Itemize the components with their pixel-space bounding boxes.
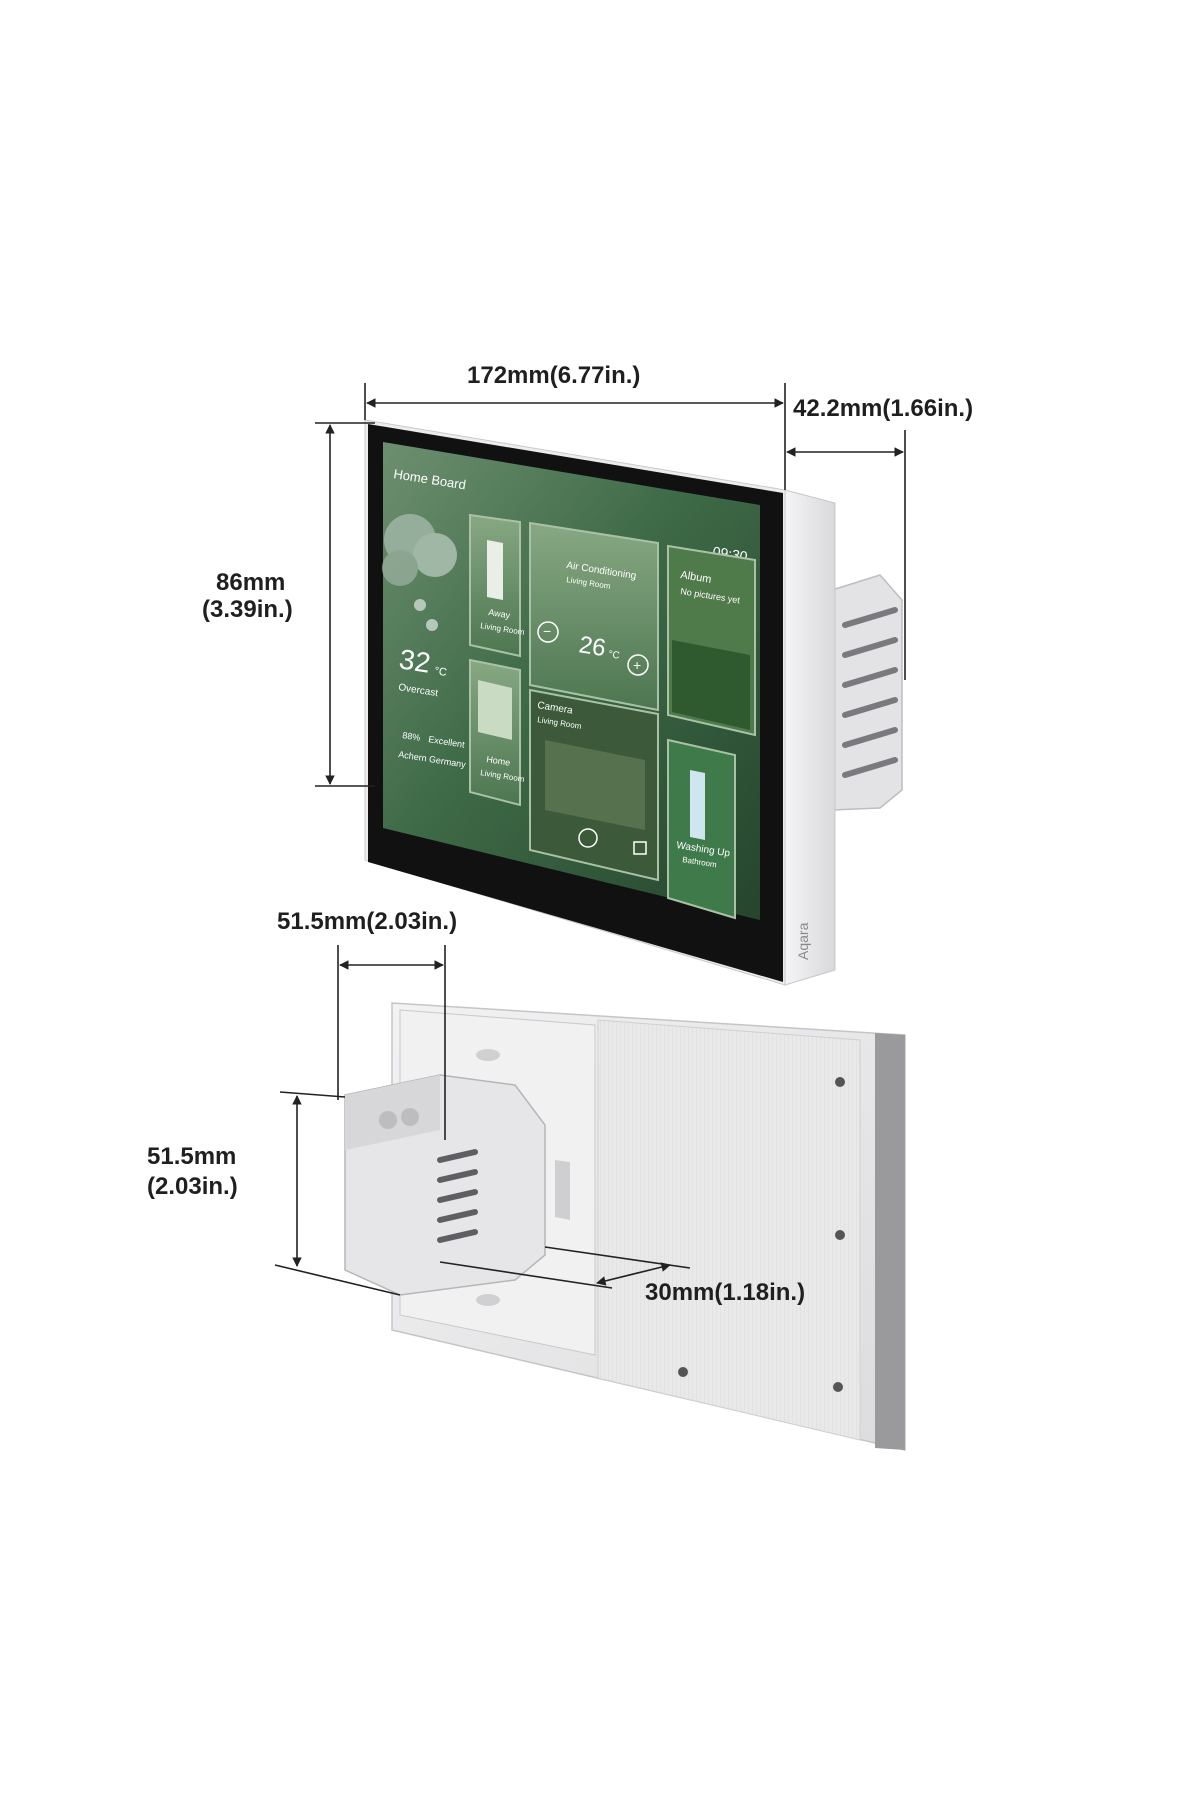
box-depth-label: 30mm(1.18in.) <box>645 1279 805 1306</box>
ac-decrease-button[interactable] <box>537 621 559 643</box>
brand-logo: Aqara <box>795 922 811 960</box>
screw-icon <box>835 1230 845 1240</box>
front-device: Home Board 32 °C Overcast 88% Excellent … <box>364 419 903 986</box>
humidity-value: 88% <box>402 730 421 743</box>
depth-label: 42.2mm(1.66in.) <box>793 395 973 422</box>
box-height-label-mm: 51.5mm <box>147 1143 236 1170</box>
tile-away[interactable]: Away Living Room <box>469 513 525 658</box>
screw-icon <box>835 1077 845 1087</box>
svg-text:Away: Away <box>488 607 512 620</box>
screw-icon <box>833 1382 843 1392</box>
svg-text:Home: Home <box>486 754 511 768</box>
pause-icon[interactable] <box>578 828 598 848</box>
camera-feed <box>545 740 645 830</box>
box-depth-dimension-line <box>596 1262 671 1286</box>
fullscreen-icon[interactable] <box>633 841 647 855</box>
rear-vent-panel <box>597 1019 861 1441</box>
svg-text:+: + <box>633 657 641 673</box>
box-height-label-in: (2.03in.) <box>147 1173 238 1200</box>
album-photo <box>672 640 750 730</box>
cloud-icon <box>382 514 457 631</box>
ac-temperature: 26 <box>577 631 608 662</box>
ac-increase-button[interactable] <box>627 654 649 676</box>
height-label-in: (3.39in.) <box>202 596 293 623</box>
junction-box <box>344 1074 546 1296</box>
door-icon <box>487 540 503 600</box>
height-label-mm: 86mm <box>216 569 285 596</box>
tile-washing-up[interactable]: Washing Up Bathroom <box>667 738 736 920</box>
outdoor-temperature: 32 <box>397 643 433 678</box>
waterfall-photo <box>690 770 705 840</box>
dimension-lines <box>274 383 906 1296</box>
tile-album[interactable]: Album No pictures yet <box>667 544 756 737</box>
svg-text:°C: °C <box>608 649 621 662</box>
width-label: 172mm(6.77in.) <box>467 362 640 389</box>
svg-text:−: − <box>543 623 551 639</box>
tile-camera[interactable]: Camera Living Room <box>529 688 659 882</box>
back-device <box>344 1002 906 1451</box>
tile-home[interactable]: Home Living Room <box>469 658 525 807</box>
svg-text:Album: Album <box>680 569 713 586</box>
home-photo <box>478 680 512 740</box>
outdoor-temperature-unit: °C <box>434 665 448 679</box>
screw-icon <box>678 1367 688 1377</box>
tile-air-conditioning[interactable]: Air Conditioning Living Room − 26 °C + <box>529 521 659 712</box>
box-width-label: 51.5mm(2.03in.) <box>277 908 457 935</box>
rear-mounting-box <box>831 574 903 811</box>
